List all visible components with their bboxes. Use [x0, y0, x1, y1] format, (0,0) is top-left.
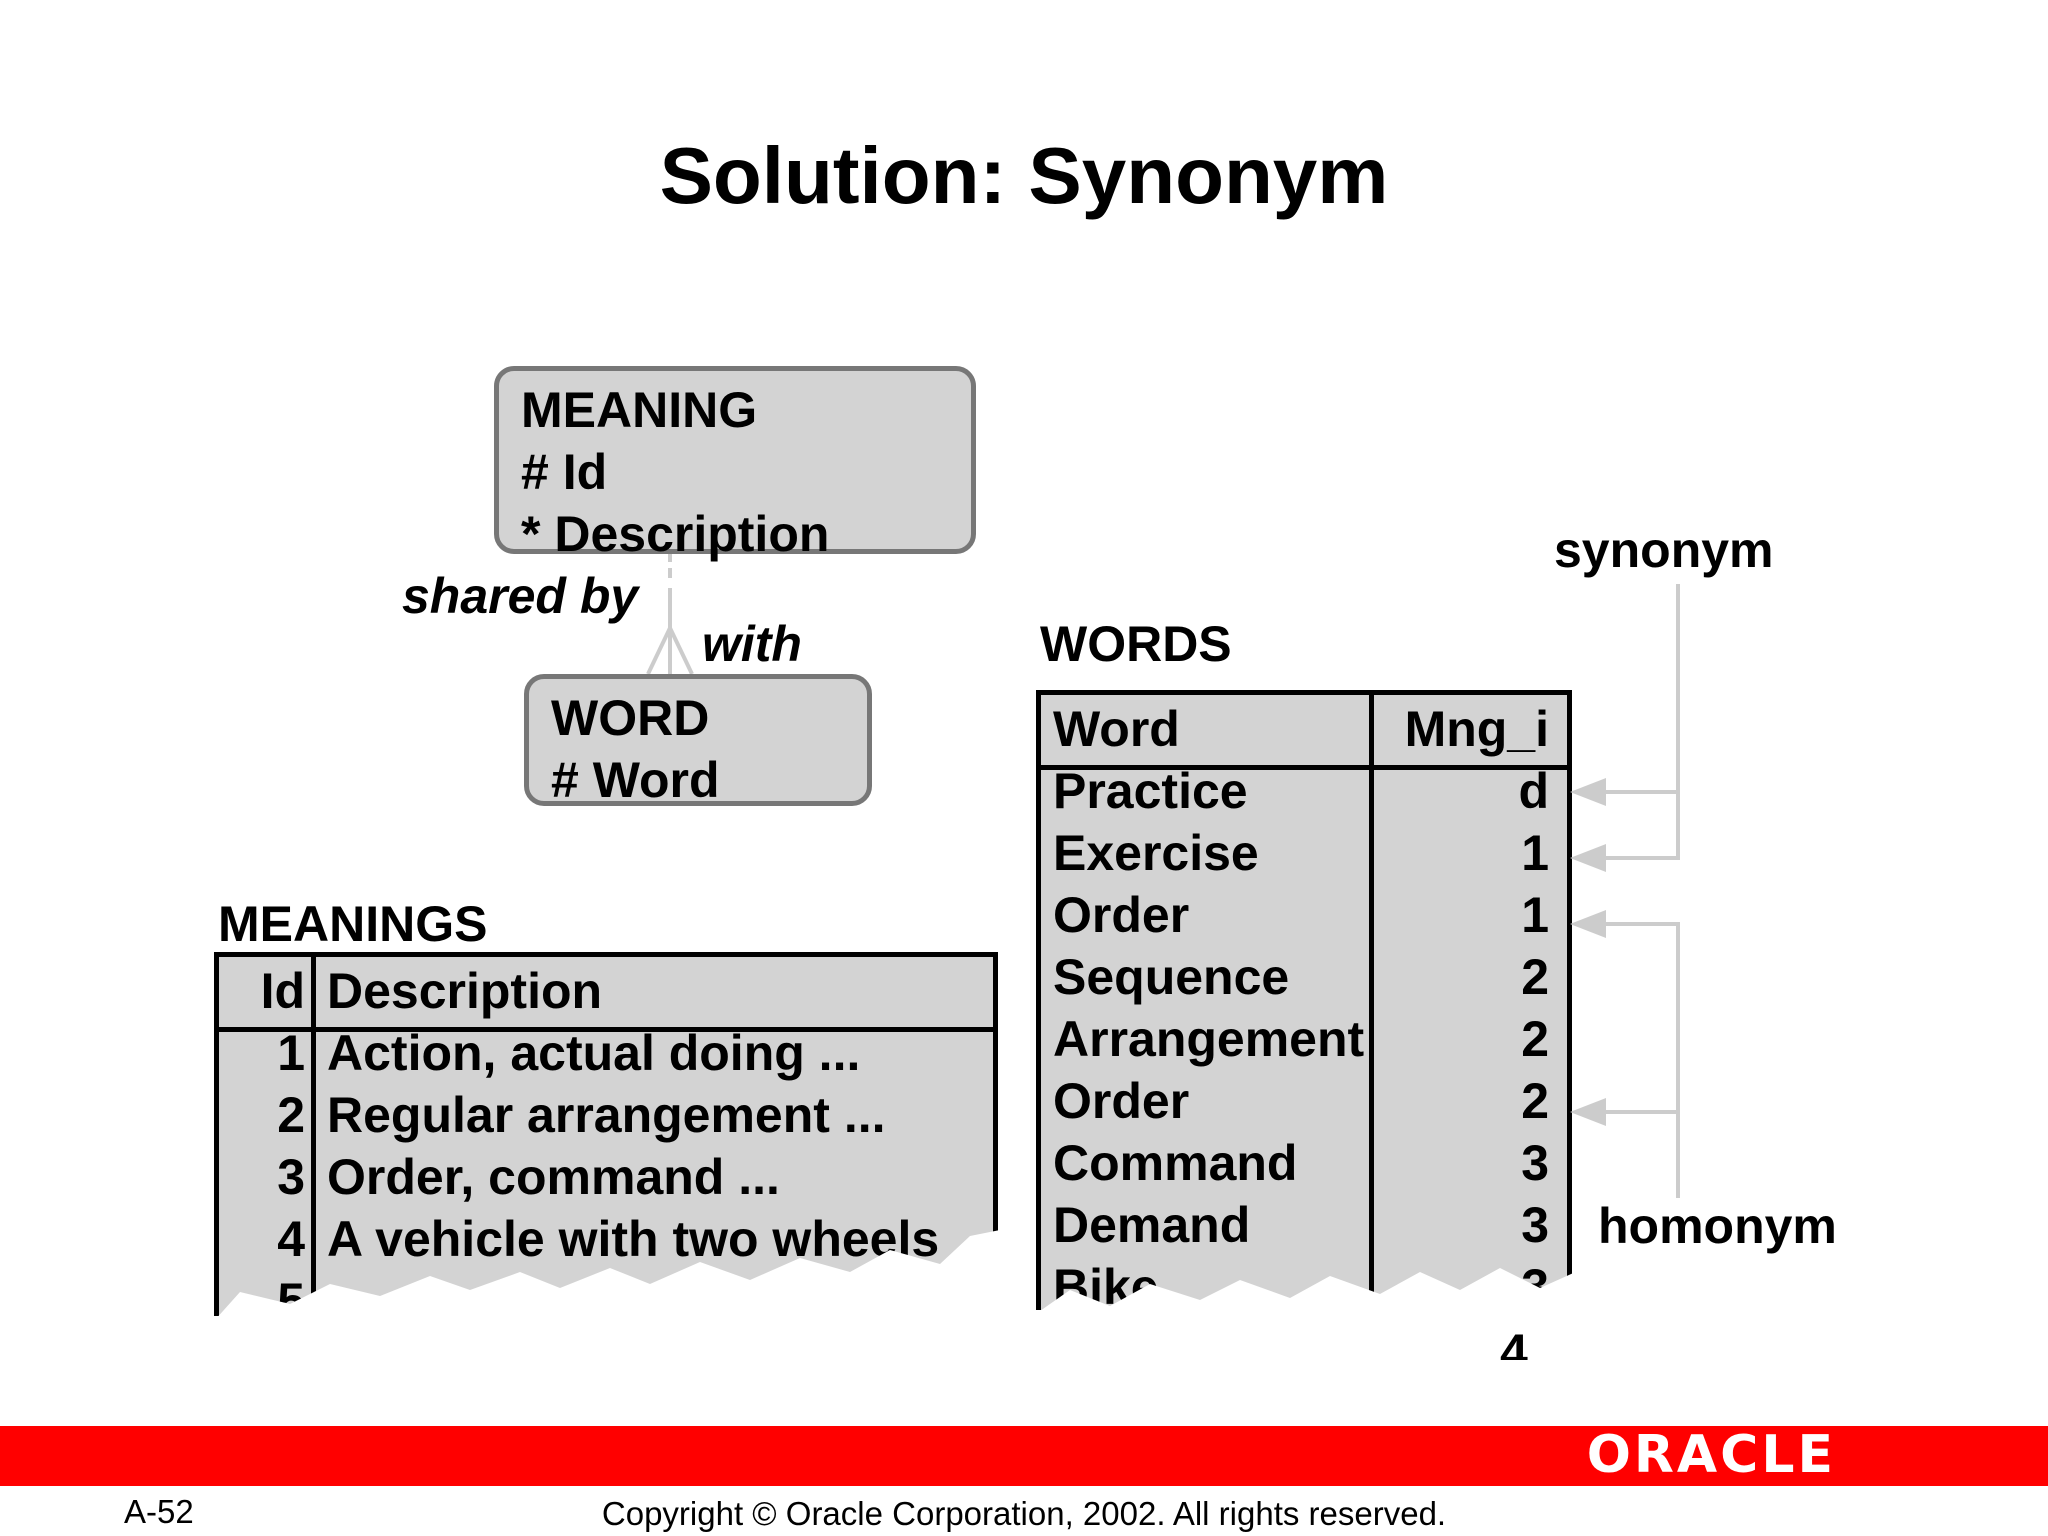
words-row-mng-id-cut: 4	[1500, 1324, 1528, 1360]
meaning-entity: MEANING # Id * Description	[494, 366, 976, 562]
meaning-entity-name: MEANING	[521, 382, 758, 438]
meanings-row-description: A vehicle with two wheels	[327, 1211, 940, 1267]
words-row-mng-id: 3	[1521, 1197, 1549, 1253]
slide-title: Solution: Synonym	[659, 131, 1389, 220]
words-header-overflow: d	[1518, 763, 1549, 819]
meanings-row-id: 4	[277, 1211, 305, 1267]
meanings-row-id: 3	[277, 1149, 305, 1205]
meanings-table-title: MEANINGS	[218, 896, 488, 952]
page-number: A-52	[124, 1493, 194, 1530]
homonym-label: homonym	[1598, 1198, 1837, 1254]
footer-bar	[0, 1426, 2048, 1486]
words-row-word: Command	[1053, 1135, 1298, 1191]
words-row-word: Demand	[1053, 1197, 1251, 1253]
meanings-table: Id Description 1 Action, actual doing ..…	[214, 952, 998, 1329]
word-entity-name: WORD	[551, 690, 710, 746]
words-row-mng-id: 3	[1521, 1135, 1549, 1191]
words-row-mng-id: 2	[1521, 1073, 1549, 1129]
words-table-title: WORDS	[1040, 616, 1232, 672]
word-entity: WORD # Word	[524, 674, 872, 808]
meanings-header-id: Id	[260, 963, 305, 1019]
words-row-mng-id: 2	[1521, 949, 1549, 1005]
relationship-label-with: with	[702, 616, 802, 672]
relationship-label-shared-by: shared by	[402, 568, 639, 624]
meanings-row-id: 1	[277, 1025, 305, 1081]
words-row-word: Exercise	[1053, 825, 1259, 881]
words-header-word: Word	[1053, 701, 1180, 757]
oracle-logo: ORACLE	[1586, 1425, 1836, 1485]
copyright-notice: Copyright © Oracle Corporation, 2002. Al…	[601, 1495, 1447, 1532]
meanings-row-description: Regular arrangement ...	[327, 1087, 886, 1143]
meanings-row-id: 2	[277, 1087, 305, 1143]
synonym-label: synonym	[1554, 522, 1774, 578]
words-header-mng-id: Mng_i	[1404, 701, 1549, 757]
words-row-mng-id: 1	[1521, 887, 1549, 943]
words-row-word: Order	[1053, 1073, 1190, 1129]
word-entity-attr-word: # Word	[551, 752, 720, 808]
meaning-entity-attr-description: * Description	[521, 506, 830, 562]
meaning-entity-attr-id: # Id	[521, 444, 608, 500]
words-row-mng-id: 2	[1521, 1011, 1549, 1067]
meanings-header-description: Description	[327, 963, 603, 1019]
meanings-row-description: Order, command ...	[327, 1149, 780, 1205]
meanings-row-description: Action, actual doing ...	[327, 1025, 861, 1081]
words-row-word: Order	[1053, 887, 1190, 943]
words-row-word: Practice	[1053, 763, 1248, 819]
words-row-word: Arrangement	[1053, 1011, 1365, 1067]
words-row-word: Sequence	[1053, 949, 1290, 1005]
words-table: Word Mng_i Practice d Exercise 1 Order 1…	[1036, 690, 1572, 1315]
words-row-mng-id: 1	[1521, 825, 1549, 881]
